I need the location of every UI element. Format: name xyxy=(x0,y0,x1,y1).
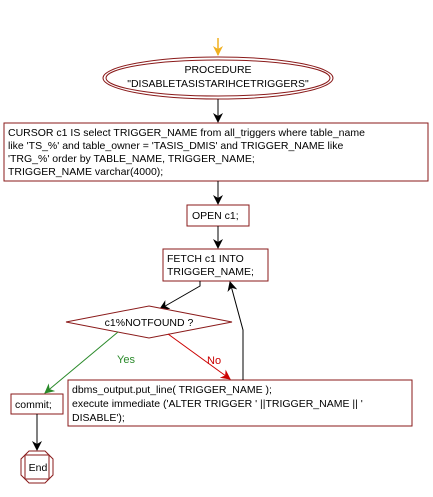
fetch-node: FETCH c1 INTO TRIGGER_NAME; xyxy=(162,248,269,282)
end-node-label: End xyxy=(29,462,48,474)
declare-node-line1: CURSOR c1 IS select TRIGGER_NAME from al… xyxy=(8,127,365,139)
fetch-box xyxy=(162,248,269,282)
end-node: End xyxy=(20,450,54,484)
commit-node-label: commit; xyxy=(15,399,52,411)
commit-node: commit; xyxy=(10,393,64,415)
start-node-line1: PROCEDURE xyxy=(184,64,251,76)
edge-decision-no xyxy=(167,333,231,380)
yes-label: Yes xyxy=(117,354,135,366)
edge-decision-yes xyxy=(44,331,119,394)
start-node: PROCEDURE "DISABLETASISTARIHCETRIGGERS" xyxy=(102,56,334,100)
body-node: dbms_output.put_line( TRIGGER_NAME ); ex… xyxy=(67,379,413,427)
body-box xyxy=(67,379,413,427)
no-label: No xyxy=(207,355,221,367)
start-ellipse-inner xyxy=(105,59,331,97)
end-octagon xyxy=(20,450,54,484)
open-node-label: OPEN c1; xyxy=(192,210,239,222)
body-node-line3: DISABLE'); xyxy=(72,412,125,424)
body-node-line1: dbms_output.put_line( TRIGGER_NAME ); xyxy=(72,384,272,396)
declare-node: CURSOR c1 IS select TRIGGER_NAME from al… xyxy=(3,122,429,182)
body-node-line2: execute immediate ('ALTER TRIGGER ' ||TR… xyxy=(72,398,363,410)
declare-box xyxy=(3,122,429,182)
fetch-node-line2: TRIGGER_NAME; xyxy=(167,266,254,278)
start-node-line2: "DISABLETASISTARIHCETRIGGERS" xyxy=(127,78,309,90)
fetch-node-line1: FETCH c1 INTO xyxy=(167,253,244,265)
edge-fetch-to-decision xyxy=(159,281,201,310)
decision-diamond xyxy=(65,305,233,339)
declare-node-line4: TRIGGER_NAME varchar(4000); xyxy=(8,166,163,178)
edge-body-to-fetch xyxy=(227,281,244,380)
decision-node-label: c1%NOTFOUND ? xyxy=(105,317,194,329)
declare-node-line2: like 'TS_%' and table_owner = 'TASIS_DMI… xyxy=(8,140,343,152)
declare-node-line3: 'TRG_%' order by TABLE_NAME, TRIGGER_NAM… xyxy=(8,153,255,165)
end-inner-box xyxy=(24,454,50,480)
open-node: OPEN c1; xyxy=(186,204,250,227)
decision-node: c1%NOTFOUND ? xyxy=(65,305,233,339)
